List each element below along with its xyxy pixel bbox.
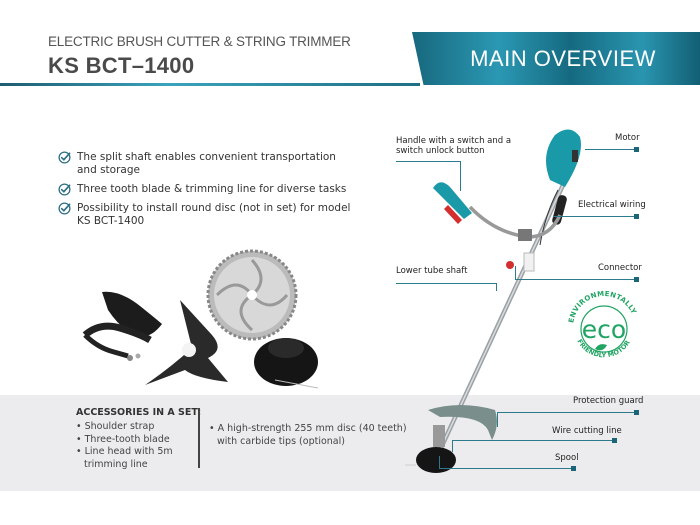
feature-text: Three tooth blade & trimming line for di…	[77, 183, 347, 195]
accessory-item: Three-tooth blade	[76, 434, 206, 447]
callout-connector: Connector	[598, 263, 642, 273]
callout-line	[460, 161, 461, 191]
three-tooth-blade-image	[145, 300, 228, 385]
accessory-item: Shoulder strap	[76, 421, 206, 434]
accessories-title: ACCESSORIES IN A SET:	[76, 407, 202, 418]
callout-wiring: Electrical wiring	[578, 200, 646, 210]
callout-line	[396, 283, 496, 284]
callout-marker	[571, 466, 576, 471]
check-circle-icon	[58, 183, 71, 196]
callout-marker	[634, 410, 639, 415]
header-divider	[0, 83, 420, 86]
accessory-item: A high-strength 255 mm disc (40 teeth) w…	[209, 423, 409, 448]
cutting-disc-image	[206, 249, 298, 341]
callout-line	[439, 468, 574, 469]
check-circle-icon	[58, 202, 71, 215]
accessories-image	[82, 249, 319, 389]
callout-line	[553, 216, 637, 217]
callout-handle: Handle with a switch and a switch unlock…	[396, 136, 512, 156]
feature-item: Possibility to install round disc (not i…	[58, 202, 358, 228]
callout-spool: Spool	[555, 453, 579, 463]
callout-marker	[634, 214, 639, 219]
callout-marker	[634, 147, 639, 152]
callout-line	[452, 440, 615, 441]
callout-line	[497, 412, 637, 413]
callout-line	[439, 456, 440, 468]
feature-item: The split shaft enables convenient trans…	[58, 151, 358, 177]
optional-accessories-list: A high-strength 255 mm disc (40 teeth) w…	[209, 423, 409, 448]
product-category: ELECTRIC BRUSH CUTTER & STRING TRIMMER	[48, 34, 351, 49]
feature-text: The split shaft enables convenient trans…	[77, 151, 336, 176]
callout-wire-line: Wire cutting line	[552, 426, 622, 436]
product-model: KS BCT–1400	[48, 53, 195, 78]
brush-cutter-image	[405, 129, 581, 473]
callout-line	[515, 266, 516, 279]
line-head-image	[254, 338, 319, 389]
callout-guard: Protection guard	[573, 396, 644, 406]
callout-marker	[634, 277, 639, 282]
eco-friendly-badge: ENVIRONMENTALLY eco FRIENDLY MOTOR	[567, 290, 638, 360]
accessories-divider	[198, 408, 200, 468]
leaf-icon	[595, 344, 607, 351]
feature-text: Possibility to install round disc (not i…	[77, 202, 351, 227]
callout-line	[496, 283, 497, 291]
eco-main-text: eco	[582, 315, 626, 344]
feature-list: The split shaft enables convenient trans…	[58, 151, 358, 234]
section-banner: MAIN OVERVIEW	[412, 32, 700, 85]
callout-line	[585, 149, 637, 150]
callout-line	[497, 412, 498, 427]
callout-line	[396, 161, 460, 162]
shoulder-strap-image	[82, 291, 162, 361]
feature-item: Three tooth blade & trimming line for di…	[58, 183, 358, 196]
banner-title: MAIN OVERVIEW	[470, 45, 656, 71]
callout-motor: Motor	[615, 133, 640, 143]
callout-line	[515, 279, 637, 280]
accessory-item: Line head with 5m trimming line	[76, 446, 206, 471]
included-accessories-list: Shoulder strap Three-tooth blade Line he…	[76, 421, 206, 471]
callout-lower-shaft: Lower tube shaft	[396, 266, 468, 276]
callout-marker	[612, 438, 617, 443]
callout-line	[452, 440, 453, 452]
check-circle-icon	[58, 151, 71, 164]
